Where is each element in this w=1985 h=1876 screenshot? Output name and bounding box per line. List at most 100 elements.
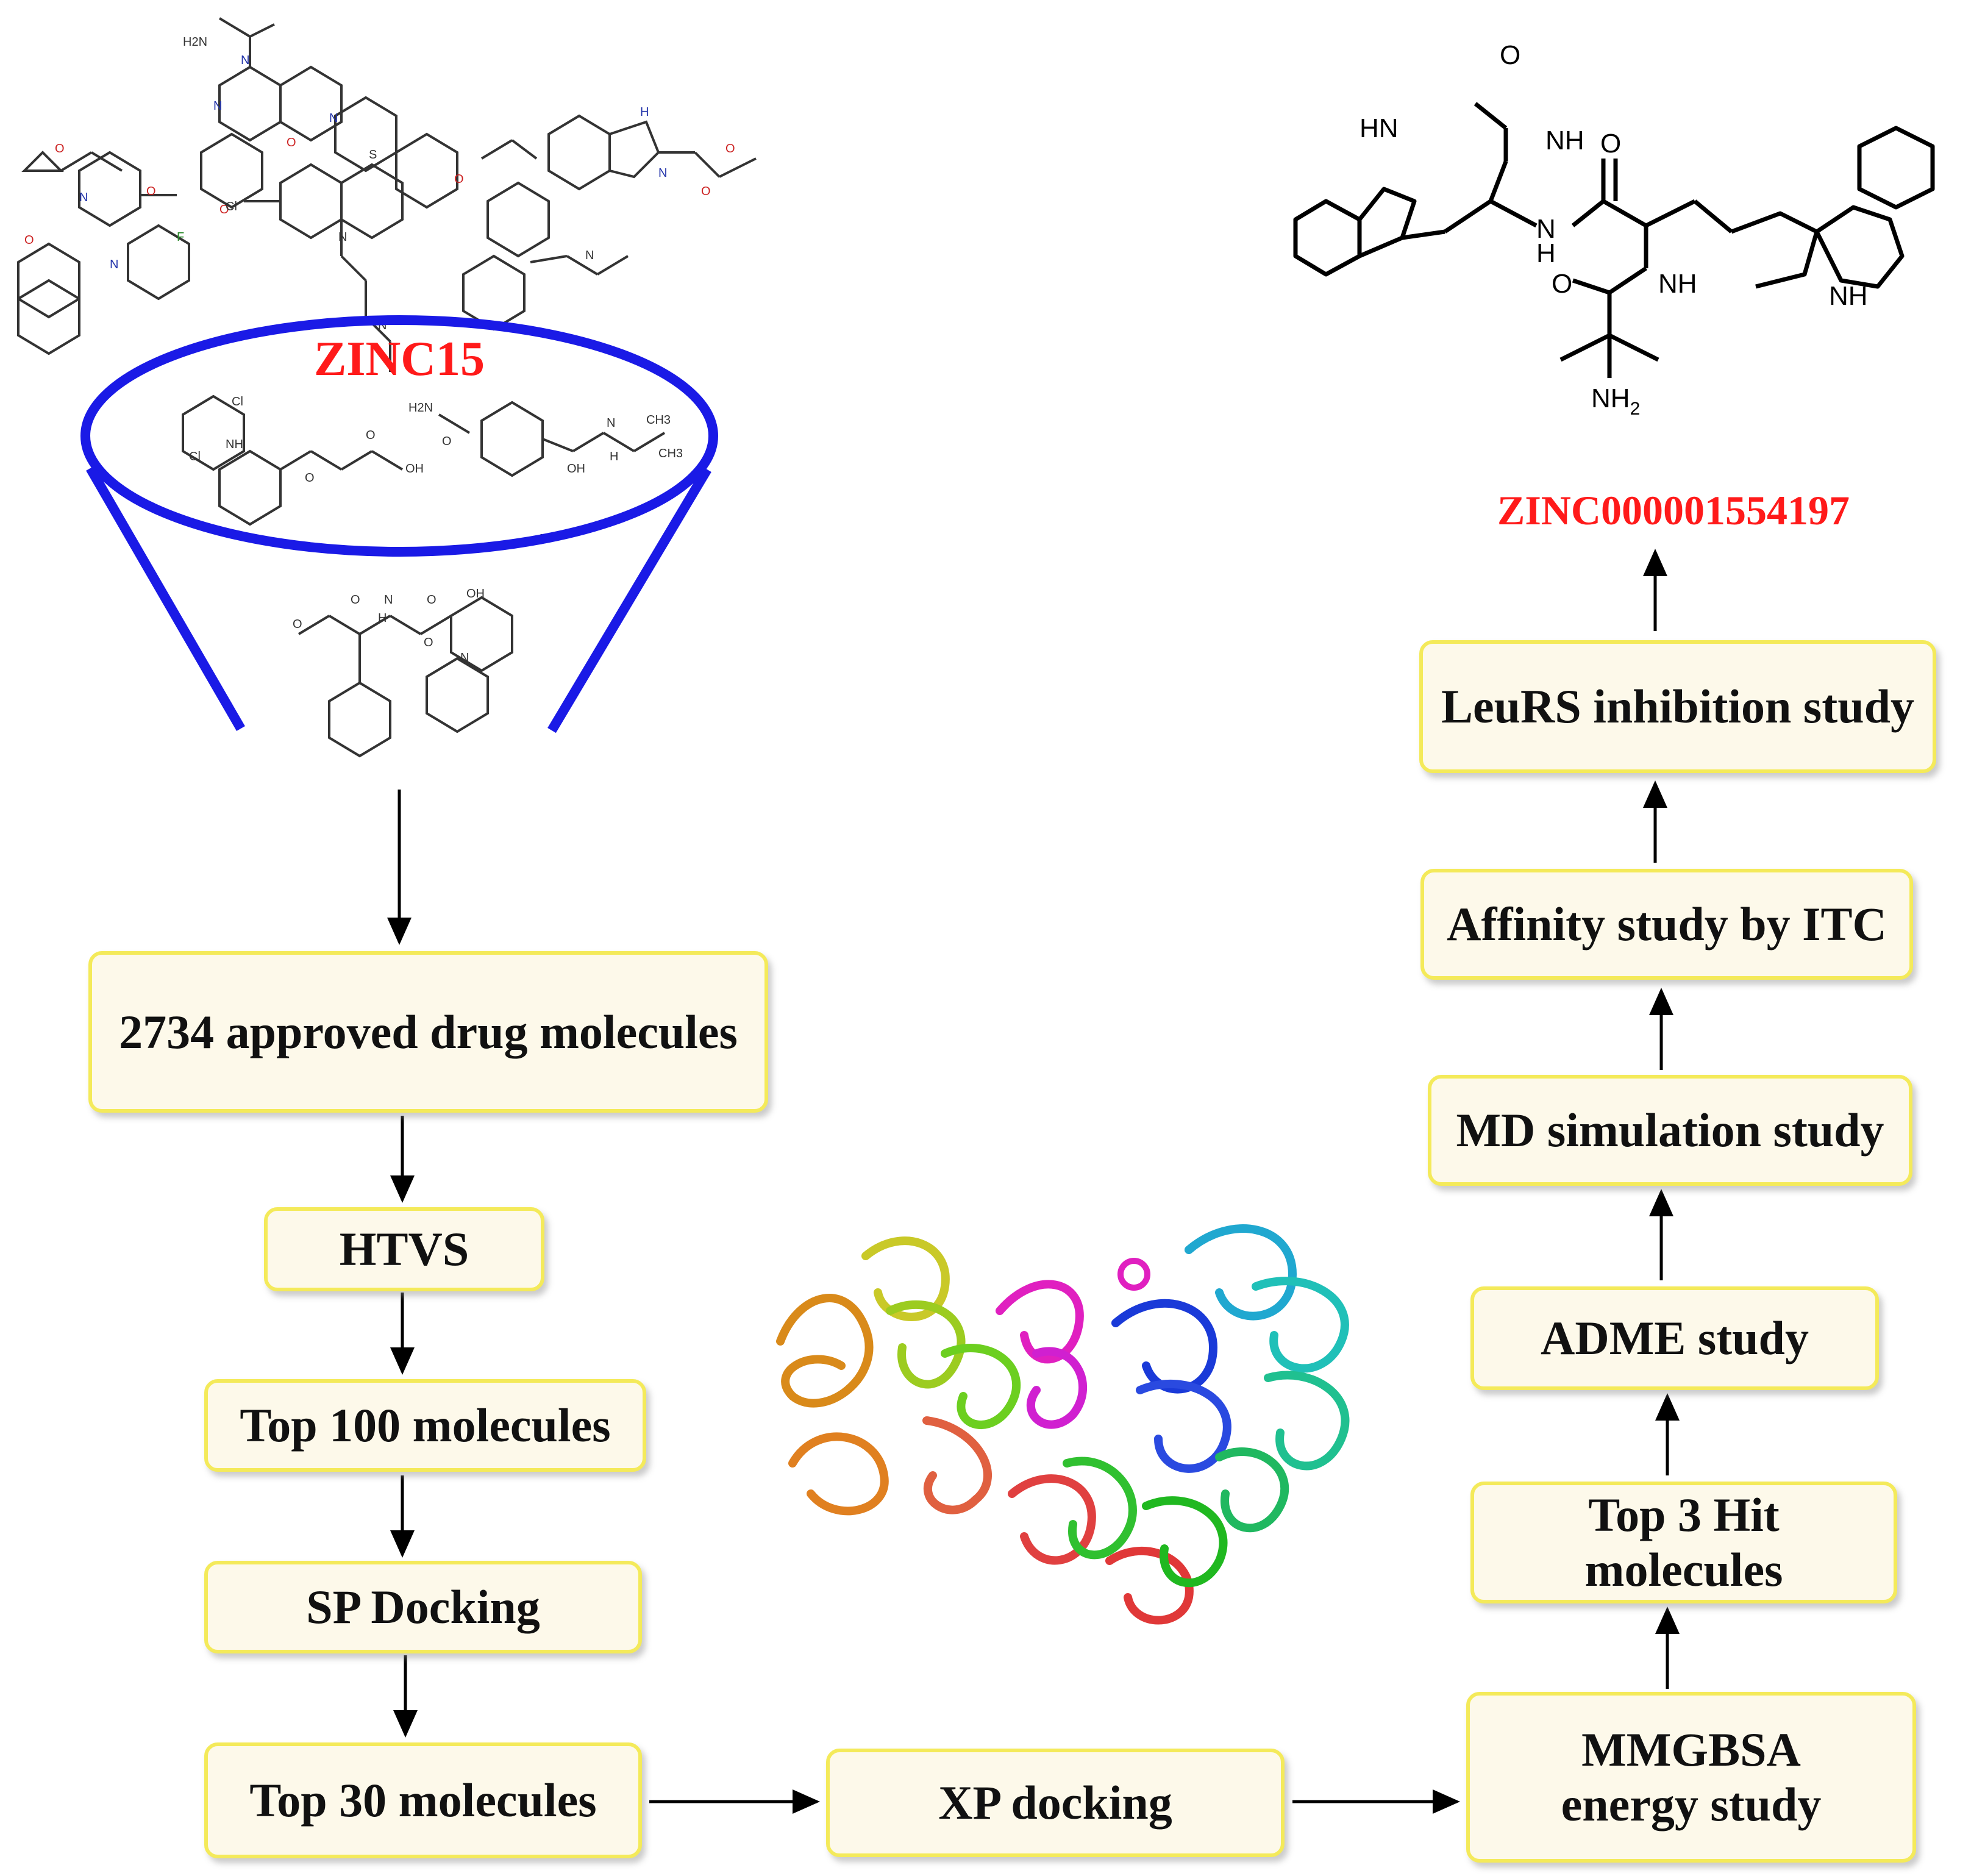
step-label: HTVS xyxy=(339,1222,469,1276)
step-approved-molecules: 2734 approved drug molecules xyxy=(88,951,768,1113)
step-label-line-1: MMGBSA xyxy=(1581,1723,1801,1777)
atom-label: O xyxy=(146,185,156,198)
atom-label: CH3 xyxy=(658,447,683,460)
step-label: XP docking xyxy=(938,1776,1172,1830)
flow-arrows xyxy=(387,549,1680,1814)
atom-label: O xyxy=(725,142,735,155)
step-leurs-inhibition: LeuRS inhibition study xyxy=(1419,640,1936,773)
funnel-right-side xyxy=(547,466,711,733)
atom-label: N xyxy=(110,258,118,271)
step-label: Top 30 molecules xyxy=(249,1774,597,1827)
funnel xyxy=(80,315,718,733)
atom-label: H xyxy=(1536,238,1556,268)
atom-subscript: 2 xyxy=(1630,399,1641,419)
atom-label: O xyxy=(1552,269,1572,299)
step-sp-docking: SP Docking xyxy=(204,1561,642,1653)
atom-label: O xyxy=(55,142,65,155)
molecule-sketch-8 xyxy=(298,596,513,758)
step-label: Top 100 molecules xyxy=(240,1399,611,1452)
atom-label: O xyxy=(351,593,360,607)
atom-label: OH xyxy=(567,462,585,476)
step-label: 2734 approved drug molecules xyxy=(119,1005,738,1058)
atom-label: N xyxy=(658,166,667,180)
molecule-sketch-3 xyxy=(17,151,190,355)
step-itc-affinity: Affinity study by ITC xyxy=(1420,869,1913,980)
atom-label: N xyxy=(1536,214,1556,244)
atom-label: N xyxy=(338,230,347,244)
atom-label: O xyxy=(305,471,315,485)
funnel-left-side xyxy=(86,465,245,732)
molecule-sketch-7 xyxy=(438,401,666,477)
library-molecules xyxy=(17,17,757,758)
protein-structure-image xyxy=(776,1224,1350,1625)
atom-label: O xyxy=(219,203,229,216)
atom-label: OH xyxy=(466,587,485,601)
atom-label: NH xyxy=(1591,383,1630,413)
atom-label: NH xyxy=(1658,269,1697,299)
step-xp-docking: XP docking xyxy=(826,1749,1285,1857)
atom-label: O xyxy=(1600,129,1621,159)
atom-label: F xyxy=(177,230,184,244)
funnel-rim xyxy=(80,315,718,557)
atom-label: NH xyxy=(226,438,243,451)
step-label: ADME study xyxy=(1541,1311,1809,1365)
atom-label: O xyxy=(701,185,711,198)
atom-label: N xyxy=(241,54,249,67)
step-label-line-2: molecules xyxy=(1584,1543,1783,1596)
molecule-sketch-5 xyxy=(462,181,629,331)
atom-label: S xyxy=(369,148,377,162)
atom-label: O xyxy=(24,234,34,247)
atom-label: O xyxy=(424,636,433,649)
atom-label: N xyxy=(384,593,393,607)
step-label-line-2: energy study xyxy=(1561,1778,1822,1831)
atom-label: N xyxy=(607,416,615,430)
step-top-100: Top 100 molecules xyxy=(204,1379,646,1472)
atom-label: H xyxy=(378,612,387,625)
atom-label: N xyxy=(585,249,594,262)
atom-label: O xyxy=(442,435,452,448)
atom-label: H2N xyxy=(408,401,433,415)
molecule-sketch-1 xyxy=(200,17,458,209)
atom-label: H xyxy=(610,450,618,463)
atom-label: OH xyxy=(405,462,424,476)
step-top-3-hit: Top 3 Hit molecules xyxy=(1470,1482,1897,1603)
step-label: LeuRS inhibition study xyxy=(1441,680,1914,733)
step-label-line-1: Top 3 Hit xyxy=(1588,1488,1780,1542)
atom-label: Cl xyxy=(226,200,237,213)
library-label: ZINC15 xyxy=(314,332,485,386)
step-label: SP Docking xyxy=(306,1580,540,1634)
atom-label: N xyxy=(329,112,338,125)
step-md-simulation: MD simulation study xyxy=(1428,1075,1912,1186)
atom-label: O xyxy=(454,173,464,186)
atom-label: Cl xyxy=(189,450,201,463)
molecule-sketch-6 xyxy=(182,394,404,526)
atom-label: H xyxy=(640,105,649,119)
hit-compound-label: ZINC000001554197 xyxy=(1497,487,1850,533)
atom-label: O xyxy=(293,618,302,631)
atom-label: O xyxy=(366,429,376,442)
step-top-30: Top 30 molecules xyxy=(204,1742,642,1858)
atom-label: H2N xyxy=(183,35,207,49)
step-htvs: HTVS xyxy=(264,1207,544,1291)
atom-label: O xyxy=(1500,40,1520,70)
atom-label: HN xyxy=(1360,113,1399,143)
step-adme: ADME study xyxy=(1470,1286,1879,1390)
atom-label: N xyxy=(213,99,222,113)
step-mmgbsa: MMGBSA energy study xyxy=(1466,1692,1916,1863)
atom-label: N xyxy=(79,191,88,204)
hit-compound-atoms: HN O NH N H O O NH NH NH2 xyxy=(1360,40,1868,419)
atom-label: NH2 xyxy=(1591,383,1640,419)
atom-label: O xyxy=(427,593,437,607)
atom-label: N xyxy=(460,651,469,665)
molecule-sketch-2 xyxy=(244,163,404,372)
atom-label: CH3 xyxy=(646,413,671,427)
atom-label: NH xyxy=(1545,126,1584,155)
atom-label: NH xyxy=(1829,281,1868,311)
step-label: Affinity study by ITC xyxy=(1447,897,1887,951)
atom-label: Cl xyxy=(232,395,243,408)
step-label: MD simulation study xyxy=(1456,1104,1884,1157)
molecule-sketch-4 xyxy=(480,114,757,191)
hit-compound-structure xyxy=(1293,102,1935,378)
atom-label: O xyxy=(287,136,296,149)
